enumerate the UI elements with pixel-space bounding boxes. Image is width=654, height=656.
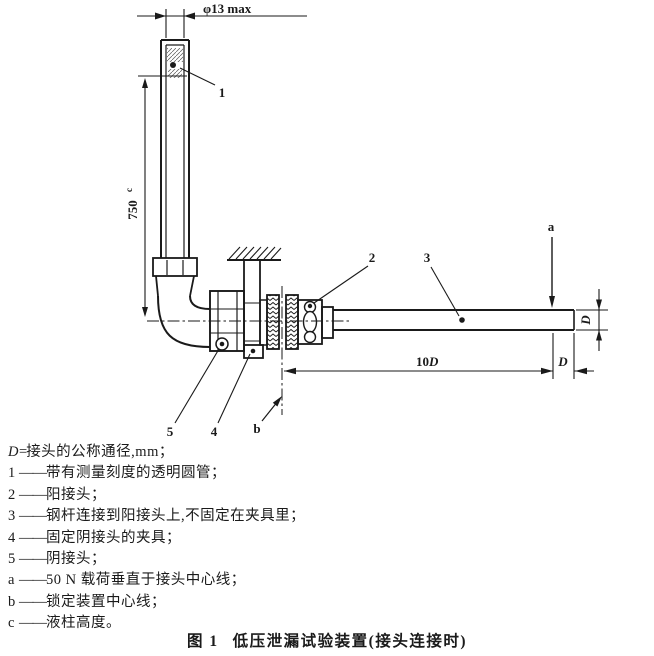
dim-750-label: 750 [125,200,140,220]
elbow-fitting [157,295,211,348]
label-1: 1 [219,85,226,100]
leader-1 [179,67,216,86]
legend-item-2: 2——阳接头； [8,486,106,503]
leader-2 [313,265,369,304]
load-arrow-a [549,237,555,308]
leader-b-arrow [272,396,282,407]
dim-d-right-label: D [578,315,593,326]
dim-10d-num: 10 [416,354,429,369]
knurled-locking-sleeve [259,294,299,350]
dim-d-right [576,289,608,351]
label-5: 5 [167,424,174,439]
legend-item-5: 5——阴接头； [8,551,106,568]
dim-10d [284,333,594,379]
leader-4 [217,353,251,424]
dim-d-bottom-label: D [557,354,568,369]
male-connector [297,299,334,345]
steel-rod [333,309,575,331]
liquid-level-dot [170,62,176,68]
ceiling-hatch [228,246,282,260]
transparent-tube [138,39,190,258]
label-2: 2 [369,250,376,265]
label-b: b [253,421,260,436]
leader-3 [430,266,460,317]
label-4: 4 [211,424,218,439]
leader-5 [174,348,220,424]
figure-title: 低压泄漏试验装置(接头连接时) [232,633,467,650]
dim-750-sup: c [125,188,135,192]
label-a: a [548,219,555,234]
dim-10d-d: D [428,354,439,369]
dim-750 [142,78,148,317]
figure-number: 图 1 [187,633,219,650]
figure-legend: D=接头的公称通径,mm； 1——带有测量刻度的透明圆管； 2——阳接头； 3—… [8,442,648,635]
dim-phi13-label: φ13 max [203,1,252,16]
dim-phi13 [137,9,307,38]
legend-item-c: c——液柱高度。 [8,615,121,632]
legend-item-1: 1——带有测量刻度的透明圆管； [8,465,226,482]
legend-item-b: b——锁定装置中心线； [8,593,166,610]
figure-caption: 图 1 低压泄漏试验装置(接头连接时) [0,629,654,651]
legend-item-4: 4——固定阴接头的夹具； [8,529,181,546]
legend-item-a: a——50 N 载荷垂直于接头中心线； [8,572,246,589]
female-connector-nut [209,290,245,352]
label-3: 3 [424,250,431,265]
legend-item-3: 3——钢杆连接到阳接头上,不固定在夹具里； [8,508,306,525]
figure-diagram: φ13 max 1 750 c [125,1,608,439]
union-collar [152,257,198,297]
legend-item-D: D=接头的公称通径,mm； [8,444,174,460]
